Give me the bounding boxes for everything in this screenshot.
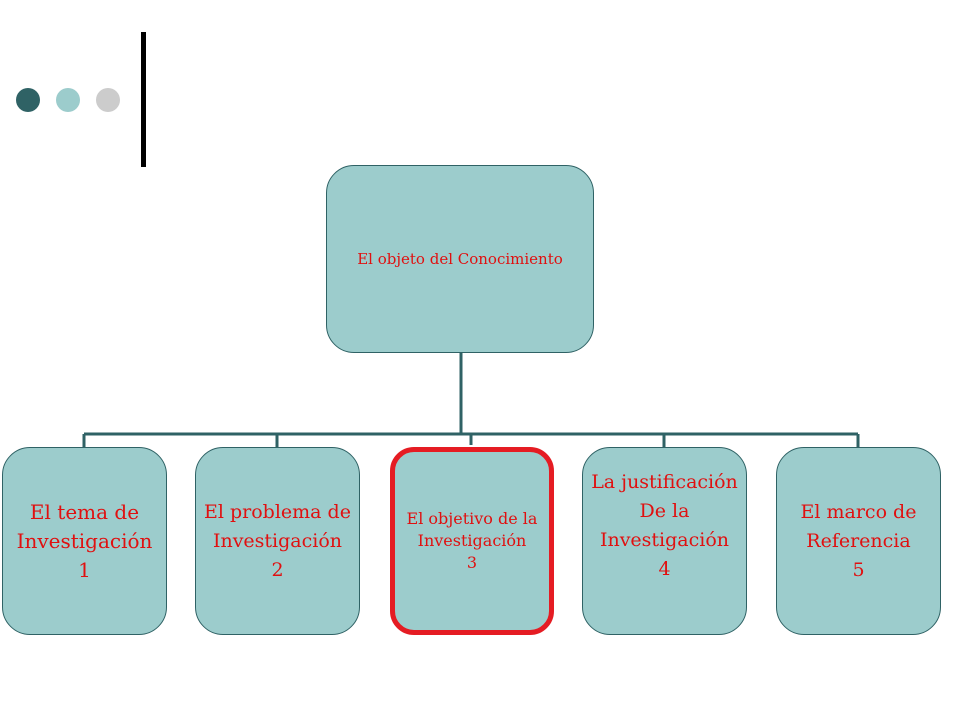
decor-dot-gray [96,88,120,112]
node-root: El objeto del Conocimiento [326,165,594,353]
node-tema: El tema de Investigación 1 [2,447,167,635]
node-marco: El marco de Referencia 5 [776,447,941,635]
node-problema-label: El problema de Investigación 2 [204,500,351,581]
node-objetivo-highlighted: El objetivo de la Investigación 3 [390,447,554,635]
node-marco-label: El marco de Referencia 5 [800,500,917,581]
node-justificacion-label: La justificación De la Investigación 4 [591,471,738,580]
node-objetivo-label: El objetivo de la Investigación 3 [406,509,538,572]
node-problema: El problema de Investigación 2 [195,447,360,635]
decor-dot-dark [16,88,40,112]
node-justificacion: La justificación De la Investigación 4 [582,447,747,635]
node-root-label: El objeto del Conocimiento [357,250,563,268]
node-tema-label: El tema de Investigación 1 [16,499,153,582]
decor-vertical-bar [141,32,146,167]
decor-dot-teal [56,88,80,112]
